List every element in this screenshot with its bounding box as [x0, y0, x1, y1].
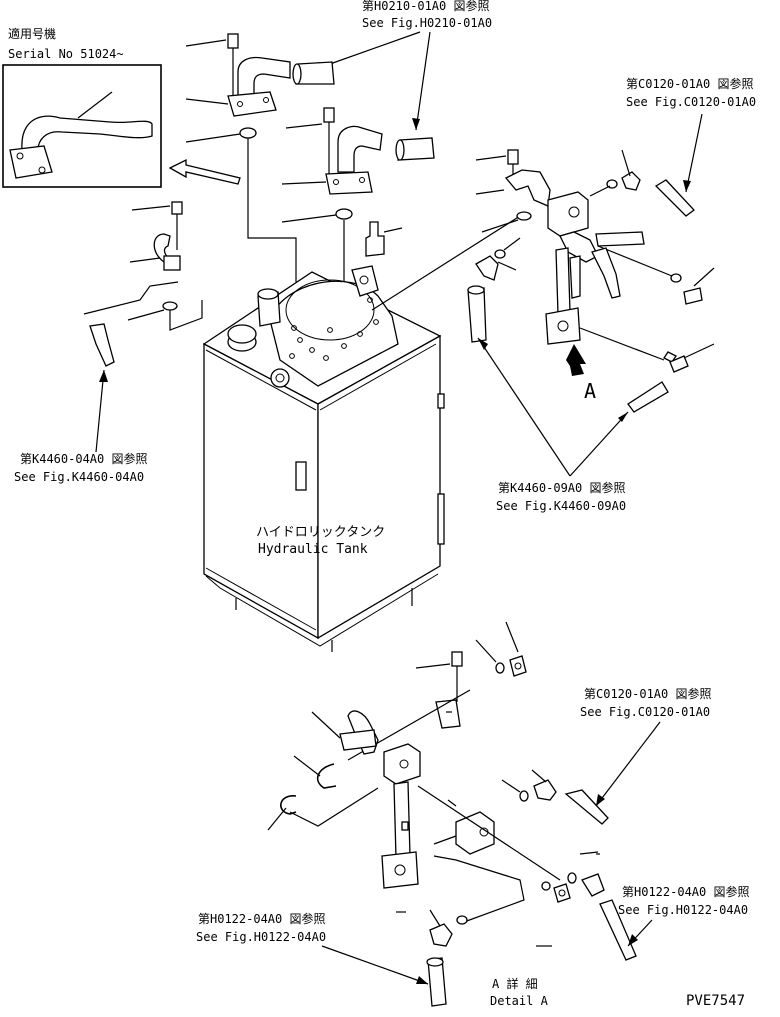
sight-gauge: [295, 461, 307, 491]
tank-label-en: Hydraulic Tank: [258, 542, 368, 557]
inset-pipe: [21, 115, 153, 151]
detail-hose-right: [564, 789, 609, 825]
inset-flange: [9, 145, 53, 179]
ref-c0120-top-en: See Fig.C0120-01A0: [626, 95, 756, 109]
o-ring: [239, 127, 257, 139]
tank-to-block-leader: [371, 215, 521, 311]
sensor-plug: [365, 221, 385, 257]
detail-vertical-tube: [393, 781, 411, 859]
ref-k4460-04-jp: 第K4460-04A0 図参照: [20, 451, 147, 466]
k4460-04-leader: [95, 369, 105, 453]
detail-block-lower: [455, 811, 495, 855]
view-arrow-a-label: A: [584, 379, 596, 403]
o-ring: [162, 301, 178, 311]
right-block-assembly: [467, 149, 715, 413]
detail-a-caption: A 詳 細 Detail A: [490, 976, 549, 1008]
ref-k4460-04-en: See Fig.K4460-04A0: [14, 470, 144, 484]
left-elbow-assembly: [83, 201, 203, 367]
right-elbow: [504, 169, 551, 207]
detail-a-assembly: [267, 621, 637, 1007]
ref-c0120-bottom-jp: 第C0120-01A0 図参照: [584, 686, 711, 701]
h0210-leader-2: [415, 31, 431, 131]
ref-c0120-top: 第C0120-01A0 図参照 See Fig.C0120-01A0: [626, 76, 756, 193]
bolt-head: [323, 107, 335, 123]
tank-label-jp: ハイドロリックタンク: [256, 525, 385, 540]
o-ring: [335, 208, 353, 220]
ref-h0122-left-en: See Fig.H0122-04A0: [196, 930, 326, 944]
ref-h0210-jp: 第H0210-01A0 図参照: [362, 0, 489, 13]
hose-stub-top-left: [295, 61, 335, 85]
ref-k4460-09-en: See Fig.K4460-09A0: [496, 499, 626, 513]
valve-block: [547, 191, 589, 237]
ref-h0122-right-en: See Fig.H0122-04A0: [618, 903, 748, 917]
upper-right-hose: [654, 179, 695, 217]
ref-c0120-bottom: 第C0120-01A0 図参照 See Fig.C0120-01A0: [580, 686, 711, 807]
elbow-flange: [325, 171, 373, 195]
h0210-leader-1: [329, 31, 421, 65]
ref-k4460-09: 第K4460-09A0 図参照 See Fig.K4460-09A0: [477, 337, 629, 513]
bolt-head: [227, 33, 239, 49]
elbow-assembly-center: [281, 107, 383, 290]
drawing-number: PVE7547: [686, 993, 745, 1009]
detail-label-jp: A 詳 細: [492, 976, 538, 991]
assembly-leader-line: [247, 138, 297, 282]
ref-k4460-04: 第K4460-04A0 図参照 See Fig.K4460-04A0: [14, 369, 147, 484]
ref-h0122-right-jp: 第H0122-04A0 図参照: [622, 884, 749, 899]
tank-side-port: [270, 368, 290, 388]
ref-h0210: 第H0210-01A0 図参照 See Fig.H0210-01A0: [318, 0, 492, 131]
detail-block-upper: [383, 743, 421, 785]
tank-top-cover: [285, 279, 375, 341]
detail-bracket: [435, 699, 461, 729]
ref-h0210-en: See Fig.H0210-01A0: [362, 16, 492, 30]
vertical-tube: [555, 247, 571, 315]
serial-inset: 適用号機 Serial No 51024~: [2, 26, 162, 188]
u-hose-lower: [280, 795, 297, 815]
view-arrow-a-marker: [566, 344, 586, 376]
serial-label-en: Serial No 51024~: [8, 47, 124, 61]
hydraulic-tank: ハイドロリックタンク Hydraulic Tank: [202, 265, 445, 652]
detail-label-en: Detail A: [490, 994, 549, 1008]
side-hose: [595, 231, 645, 247]
serial-inset-frame: [2, 64, 162, 188]
detail-elbow-fitting: [533, 779, 557, 801]
inset-leader: [77, 91, 113, 119]
ref-c0120-bottom-en: See Fig.C0120-01A0: [580, 705, 710, 719]
tank-side-face: [317, 334, 441, 640]
u-hose-upper: [316, 763, 337, 789]
ref-h0122-left-jp: 第H0122-04A0 図参照: [198, 911, 325, 926]
o-ring: [516, 211, 532, 221]
ref-c0120-top-jp: 第C0120-01A0 図参照: [626, 76, 753, 91]
serial-label-jp: 適用号機: [8, 26, 56, 41]
ref-h0122-left: 第H0122-04A0 図参照 See Fig.H0122-04A0: [196, 911, 429, 985]
elbow-assembly-left: [185, 33, 297, 282]
elbow-flange: [227, 91, 277, 117]
detail-hose-lower-right: [599, 899, 637, 961]
ref-h0122-right: 第H0122-04A0 図参照 See Fig.H0122-04A0: [618, 884, 749, 947]
tube-base-flange: [545, 307, 581, 345]
ref-k4460-09-jp: 第K4460-09A0 図参照: [498, 480, 625, 495]
elbow-pipe: [237, 56, 291, 97]
elbow-pipe: [337, 125, 383, 173]
detail-base-flange: [381, 851, 419, 889]
left-lower-hose: [467, 287, 487, 343]
view-arrow-a: A: [566, 344, 596, 403]
detail-elbow-lower: [429, 923, 453, 947]
left-hose-fitting: [89, 323, 115, 367]
lower-right-hose: [627, 381, 669, 413]
inset-pointer-arrow: [168, 158, 241, 185]
